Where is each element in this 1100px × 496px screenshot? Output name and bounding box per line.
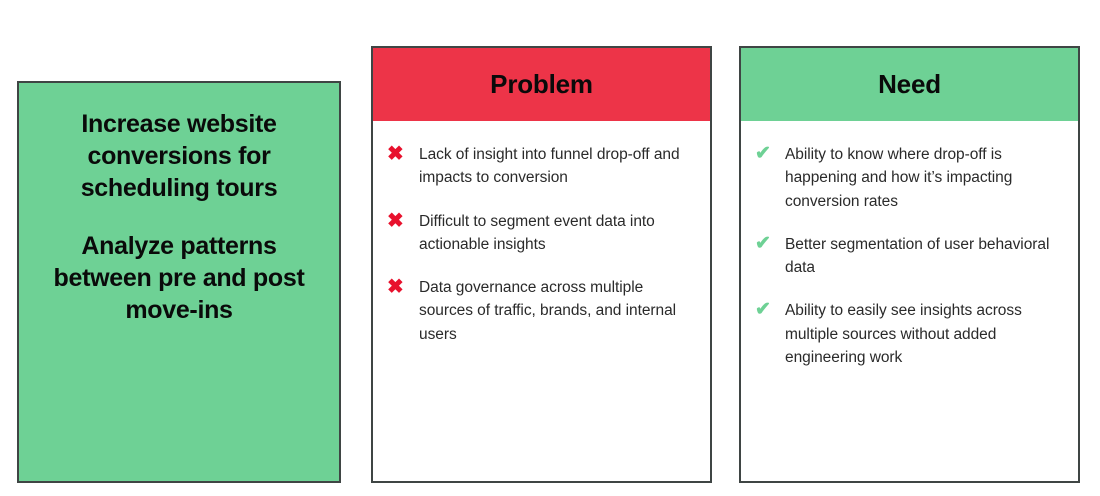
problem-card-header: Problem <box>373 48 710 121</box>
list-item: ✖ Data governance across multiple source… <box>387 276 694 346</box>
problem-card-body: ✖ Lack of insight into funnel drop-off a… <box>373 121 710 481</box>
check-icon: ✔ <box>755 143 771 164</box>
check-icon: ✔ <box>755 299 771 321</box>
cross-icon: ✖ <box>387 276 404 298</box>
problem-card: Problem ✖ Lack of insight into funnel dr… <box>371 46 712 483</box>
list-item-label: Lack of insight into funnel drop-off and… <box>419 146 680 187</box>
list-item: ✖ Difficult to segment event data into a… <box>387 210 694 257</box>
cross-icon: ✖ <box>387 143 404 165</box>
goal-statement-secondary: Analyze patterns between pre and post mo… <box>53 232 305 324</box>
need-card-title: Need <box>878 69 941 99</box>
need-card: Need ✔ Ability to know where drop-off is… <box>739 46 1080 483</box>
cross-icon: ✖ <box>387 209 404 232</box>
list-item: ✔ Ability to know where drop-off is happ… <box>755 143 1062 213</box>
check-icon: ✔ <box>755 232 771 254</box>
problem-card-title: Problem <box>490 69 593 99</box>
goal-card: Increase website conversions for schedul… <box>17 81 341 483</box>
goal-statement-primary: Increase website conversions for schedul… <box>80 110 278 202</box>
need-card-header: Need <box>741 48 1078 121</box>
list-item-label: Difficult to segment event data into act… <box>419 212 655 253</box>
list-item: ✔ Ability to easily see insights across … <box>755 299 1062 369</box>
list-item: ✔ Better segmentation of user behavioral… <box>755 233 1062 280</box>
list-item: ✖ Lack of insight into funnel drop-off a… <box>387 143 694 190</box>
list-item-label: Data governance across multiple sources … <box>419 279 677 343</box>
need-card-body: ✔ Ability to know where drop-off is happ… <box>741 121 1078 481</box>
list-item-label: Ability to know where drop-off is happen… <box>785 146 1013 210</box>
list-item-label: Better segmentation of user behavioral d… <box>785 235 1050 276</box>
list-item-label: Ability to easily see insights across mu… <box>785 302 1022 366</box>
